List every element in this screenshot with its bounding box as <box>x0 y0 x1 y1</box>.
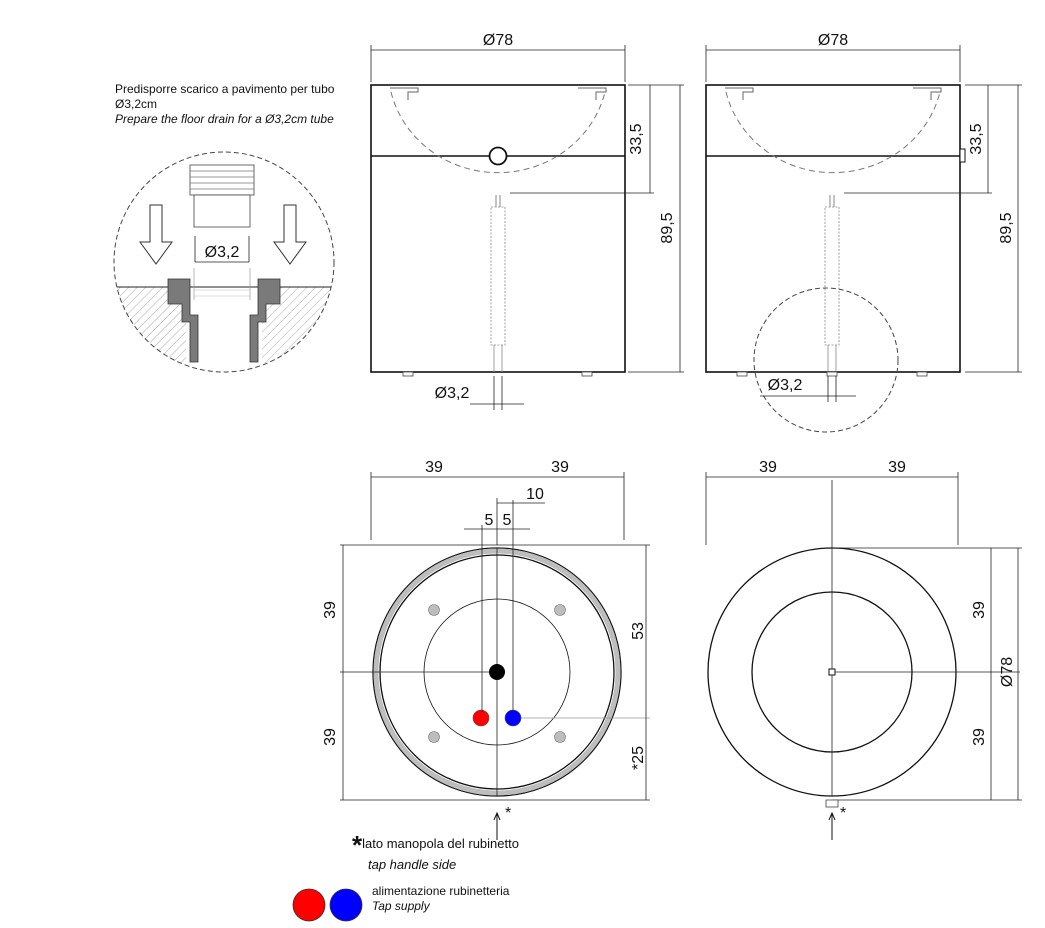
floor-drain-note-en: Prepare the floor drain for a Ø3,2cm tub… <box>115 112 334 126</box>
front-width-label: Ø78 <box>483 32 513 49</box>
tap-side-note-en: tap handle side <box>368 857 457 872</box>
top-right-half-label: 39 <box>888 459 906 476</box>
drain-fitting-left <box>167 278 199 363</box>
top-upper-half-label: 39 <box>971 601 988 619</box>
side-width-label: Ø78 <box>818 32 848 49</box>
supply-note: alimentazione rubinetteria Tap supply <box>372 884 509 914</box>
threaded-tube <box>189 164 255 300</box>
legend-cold-icon <box>329 888 363 922</box>
top-tap-side-star: * <box>840 805 846 822</box>
plan-offset-5-right-label: 5 <box>503 512 512 529</box>
floor-drain-detail: Ø3,2 <box>113 151 335 373</box>
supply-note-it: alimentazione rubinetteria <box>372 884 510 898</box>
plan-view-top: 39 39 39 39 Ø78 * <box>705 459 1022 840</box>
plan-tap-side-star: * <box>505 805 511 822</box>
asterisk-symbol: * <box>352 830 363 860</box>
front-height-label: 89,5 <box>659 212 676 243</box>
side-bowl-depth-label: 33,5 <box>968 123 985 154</box>
plan-lower-half-label: 39 <box>322 728 339 746</box>
floor-drain-note-it: Predisporre scarico a pavimento per tubo… <box>115 82 335 111</box>
plan-left-half-label: 39 <box>425 459 443 476</box>
plan-depth-25-label: *25 <box>630 746 647 770</box>
down-arrow-right-icon <box>273 204 307 265</box>
top-tap-fitting <box>825 799 839 808</box>
top-diameter-label: Ø78 <box>999 657 1016 687</box>
top-lower-half-label: 39 <box>971 728 988 746</box>
side-overflow-fitting <box>959 148 966 163</box>
hot-water-supply <box>472 709 490 727</box>
drain-center <box>489 664 505 680</box>
side-view: Ø78 33,5 89,5 Ø3,2 <box>705 32 1022 433</box>
tap-side-note-it: lato manopola del rubinetto <box>362 836 519 851</box>
front-drain-diameter-label: Ø3,2 <box>435 385 470 402</box>
front-bowl-depth-label: 33,5 <box>628 123 645 154</box>
side-height-label: 89,5 <box>998 212 1015 243</box>
plan-offset-5-left-label: 5 <box>485 512 494 529</box>
plan-right-half-label: 39 <box>551 459 569 476</box>
overflow-hole <box>488 146 508 166</box>
side-detail-callout-circle <box>753 287 899 433</box>
plan-depth-53-label: 53 <box>630 622 647 640</box>
side-drain-diameter-label: Ø3,2 <box>768 377 803 394</box>
top-left-half-label: 39 <box>759 459 777 476</box>
side-flexible-drain-pipe <box>824 195 840 372</box>
plan-upper-half-label: 39 <box>322 601 339 619</box>
supply-note-en: Tap supply <box>372 899 430 913</box>
legend-hot-icon <box>292 888 326 922</box>
tap-side-note: *lato manopola del rubinetto tap handle … <box>352 832 519 872</box>
front-view: Ø78 33,5 89,5 Ø3,2 <box>370 32 684 410</box>
drain-center-square <box>828 668 836 676</box>
flexible-drain-pipe <box>490 195 506 372</box>
detail-pipe-diameter-label: Ø3,2 <box>205 244 240 261</box>
floor-drain-note: Predisporre scarico a pavimento per tubo… <box>115 82 340 127</box>
cold-water-supply <box>504 709 522 727</box>
plan-offset-10-label: 10 <box>526 486 544 503</box>
down-arrow-left-icon <box>139 204 173 265</box>
drain-fitting-right <box>249 278 281 363</box>
plan-view-installation: 39 39 10 5 5 39 39 53 *25 * <box>322 459 650 840</box>
